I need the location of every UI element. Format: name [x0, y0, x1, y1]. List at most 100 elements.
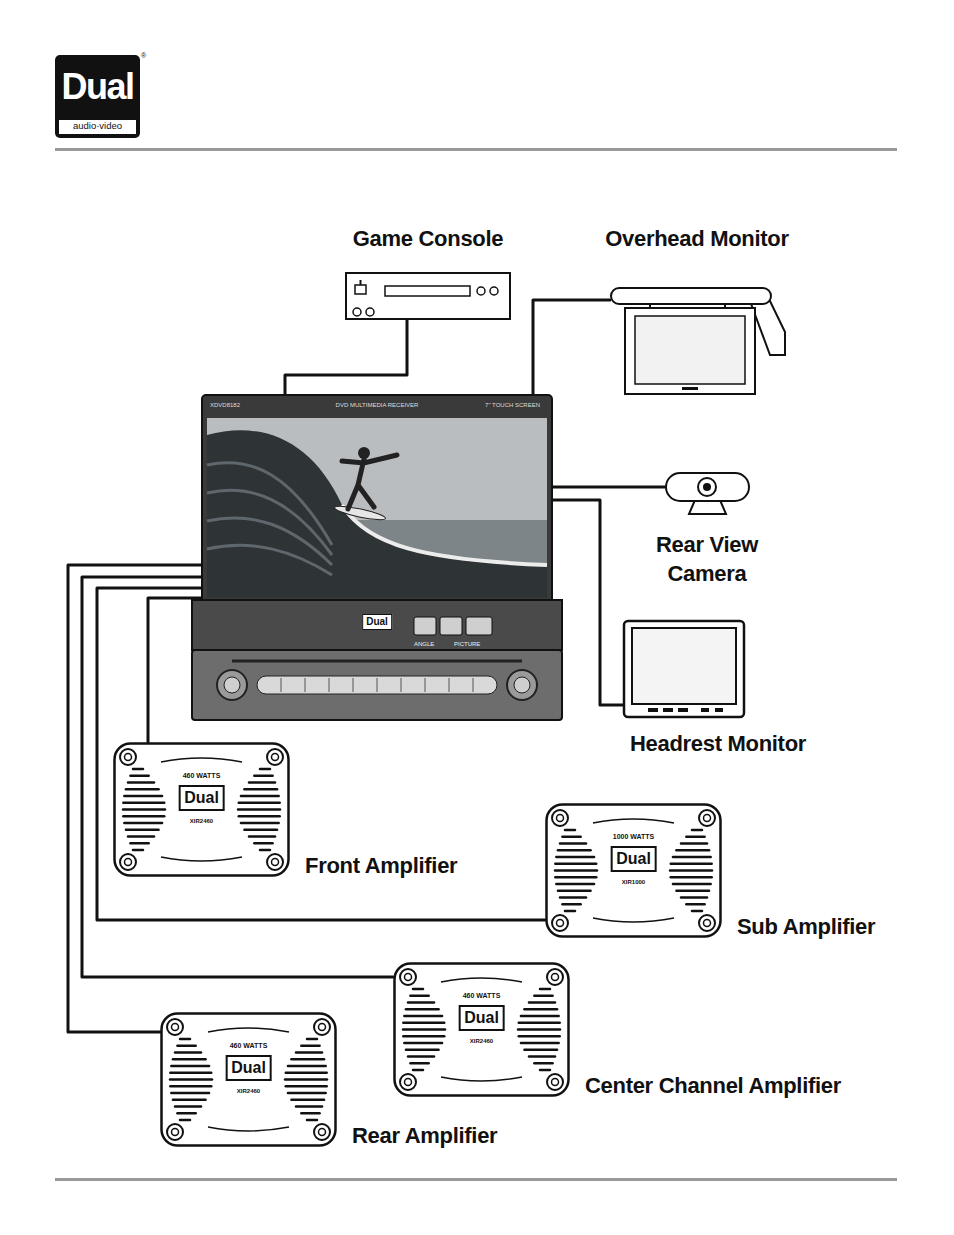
- power-rating: 460 WATTS: [230, 1042, 268, 1050]
- device-caption: Headrest Monitor: [618, 731, 818, 756]
- button-divider: [473, 678, 474, 692]
- volume-knob: [507, 670, 537, 700]
- console-icon: [360, 280, 362, 285]
- footer-rule: [55, 1178, 897, 1181]
- touch-button: [440, 617, 462, 635]
- amp-trim: [593, 819, 674, 823]
- amp-grille: [239, 815, 280, 818]
- headrest-frame: [624, 621, 744, 717]
- amp-bolt: [704, 920, 711, 927]
- screen-sky: [207, 418, 547, 598]
- amp-bolt: [552, 974, 559, 981]
- amp-grille: [173, 1099, 206, 1102]
- button-divider: [281, 678, 282, 692]
- amp-grille: [123, 815, 164, 818]
- amp-bolt: [547, 969, 563, 985]
- amp-grille: [565, 829, 575, 832]
- touch-button: [414, 617, 436, 635]
- amp-grille: [126, 788, 159, 791]
- surfer-body: [342, 455, 397, 509]
- camera-housing: [666, 473, 749, 501]
- model-number: XDVD8182: [210, 402, 240, 409]
- headrest-button: [701, 708, 709, 712]
- model-number: XIR2460: [190, 818, 213, 825]
- brand-badge: Dual: [362, 614, 392, 630]
- device-caption: Overhead Monitor: [597, 226, 797, 251]
- device-caption: Game Console: [328, 226, 528, 251]
- amp-grille: [170, 1085, 211, 1088]
- amp-grille: [128, 781, 154, 784]
- amp-housing: [395, 964, 569, 1096]
- amp-grille: [171, 1065, 209, 1068]
- amp-grille: [555, 876, 596, 879]
- signal-cable: [552, 486, 665, 489]
- amp-bolt: [172, 1129, 179, 1136]
- wave-stripe: [207, 545, 332, 575]
- model-number: XIR2460: [237, 1088, 260, 1095]
- model-number: XIR2460: [470, 1038, 493, 1045]
- amp-grille: [133, 849, 143, 852]
- console-button: [477, 287, 485, 295]
- headrest-monitor-outline: [623, 620, 745, 718]
- button-divider: [425, 678, 426, 692]
- amp-grille: [175, 1051, 201, 1054]
- touch-button: [466, 617, 492, 635]
- amp-grille: [238, 808, 280, 811]
- amp-grille: [170, 1078, 212, 1081]
- amp-bolt: [167, 1124, 183, 1140]
- amp-bolt: [400, 969, 416, 985]
- amp-grille: [524, 1049, 557, 1052]
- amp-grille: [408, 1001, 434, 1004]
- amp-grille: [560, 842, 586, 845]
- console-button: [366, 308, 374, 316]
- amp-grille: [241, 795, 279, 798]
- amp-housing: [115, 744, 289, 876]
- button-label: PICTURE: [454, 641, 480, 648]
- amplifier: 1000 WATTSDualXIR1000Sub Amplifier: [545, 803, 722, 938]
- amp-grille: [307, 1119, 317, 1122]
- amp-grille: [180, 1119, 190, 1122]
- power-rating: 460 WATTS: [183, 772, 221, 780]
- amp-grille: [244, 829, 277, 832]
- model-number: XIR1000: [622, 879, 645, 886]
- screen-wave: [207, 430, 547, 598]
- amp-grille: [410, 1062, 428, 1065]
- amp-grille: [521, 1042, 559, 1045]
- amp-bolt: [272, 859, 279, 866]
- amp-grille: [286, 1072, 327, 1075]
- button-label: ANGLE: [414, 641, 434, 648]
- amp-grille: [301, 1112, 319, 1115]
- amp-grille: [288, 1065, 326, 1068]
- amp-grille: [126, 829, 159, 832]
- amp-grille: [681, 842, 707, 845]
- amp-grille: [239, 802, 280, 805]
- headrest-button: [663, 708, 673, 712]
- amp-trim: [593, 918, 674, 922]
- amp-grille: [518, 1028, 560, 1031]
- amp-bolt: [319, 1024, 326, 1031]
- brand-badge: Dual: [225, 1055, 272, 1081]
- amp-bolt: [167, 1019, 183, 1035]
- headrest-button: [678, 708, 688, 712]
- amp-grille: [406, 1008, 439, 1011]
- amp-grille: [556, 856, 594, 859]
- amp-grille: [529, 1001, 555, 1004]
- amp-bolt: [704, 815, 711, 822]
- button-divider: [401, 678, 402, 692]
- brand-badge: Dual: [178, 785, 225, 811]
- device-caption: Sub Amplifier: [737, 914, 875, 939]
- amp-grille: [403, 1035, 444, 1038]
- logo-strip: [59, 120, 136, 134]
- brand-badge: Dual: [458, 1005, 505, 1031]
- monitor-screen: [635, 316, 745, 384]
- button-divider: [305, 678, 306, 692]
- amp-grille: [673, 856, 711, 859]
- monitor-housing: [611, 288, 771, 304]
- monitor-frame: [625, 308, 755, 394]
- amp-grille: [558, 849, 591, 852]
- amp-grille: [692, 829, 702, 832]
- amplifier: 460 WATTSDualXIR2460Center Channel Ampli…: [393, 962, 570, 1097]
- amp-grille: [260, 768, 270, 771]
- amp-bolt: [314, 1019, 330, 1035]
